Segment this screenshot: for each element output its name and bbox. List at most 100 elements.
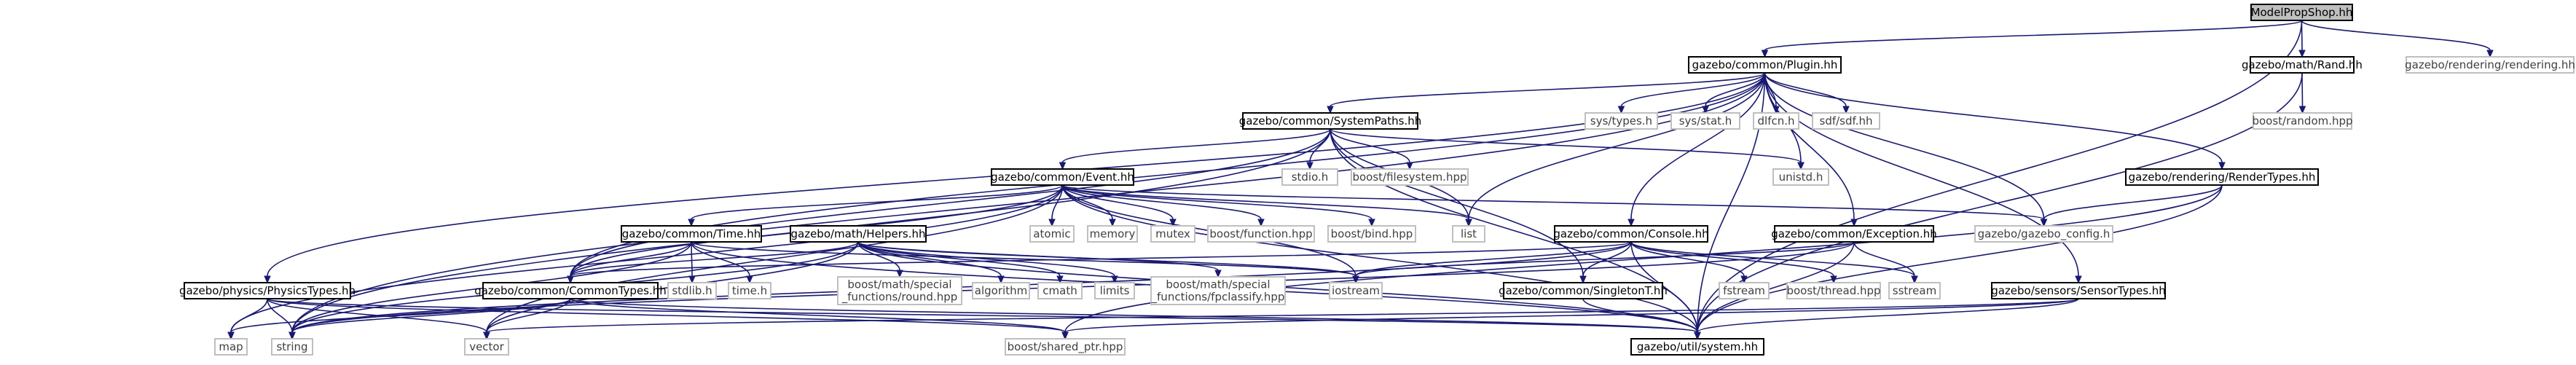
arrowhead-event-to-boostbind	[1368, 219, 1375, 227]
edge-plugin-to-rendertypes	[1764, 72, 2223, 163]
edge-event-to-gazeboconfig	[1061, 184, 2045, 220]
node-map: map	[214, 338, 248, 356]
edge-timehh-to-commontypes	[570, 241, 692, 277]
edge-event-to-boostfunc	[1061, 184, 1262, 220]
edge-helpers-to-limits	[857, 241, 1115, 277]
node-label-boostrandom: boost/random.hpp	[2252, 114, 2352, 127]
node-box-boostfs	[1351, 168, 1469, 186]
node-systempaths[interactable]: gazebo/common/SystemPaths.hh	[1239, 112, 1421, 130]
node-label-sstream: sstream	[1893, 284, 1936, 297]
node-box-commontypes	[482, 282, 659, 299]
node-sensortypes[interactable]: gazebo/sensors/SensorTypes.hh	[1991, 282, 2166, 299]
node-exception[interactable]: gazebo/common/Exception.hh	[1771, 225, 1937, 243]
edge-event-to-utilsystem	[1061, 184, 1698, 333]
node-utilsystem[interactable]: gazebo/util/system.hh	[1630, 338, 1764, 356]
node-box-listh	[1452, 225, 1485, 243]
node-box-iostream	[1329, 282, 1383, 299]
node-sysstat: sys/stat.h	[1670, 112, 1740, 130]
node-label-console: gazebo/common/Console.hh	[1553, 227, 1708, 240]
node-label-string: string	[276, 340, 307, 353]
arrowhead-plugin-to-sensortypes	[2075, 275, 2082, 284]
node-box-sharedptr	[1005, 338, 1126, 356]
edge-commontypes-to-utilsystem	[570, 298, 1698, 333]
node-label-sysstat: sys/stat.h	[1679, 114, 1732, 127]
edge-timehh-to-stdlib	[691, 241, 693, 277]
node-box-limits	[1094, 282, 1135, 299]
node-label-sharedptr: boost/shared_ptr.hpp	[1008, 340, 1123, 354]
node-box-algorithm	[972, 282, 1030, 299]
edge-event-to-mutex	[1061, 184, 1174, 220]
node-box-sysstat	[1670, 112, 1740, 130]
edge-rendertypes-to-utilsystem	[1697, 184, 2223, 333]
edge-root-to-plugin	[1764, 20, 2303, 51]
node-rendertypes[interactable]: gazebo/rendering/RenderTypes.hh	[2125, 168, 2319, 186]
edge-physicstypes-to-string	[267, 298, 293, 333]
arrowhead-event-to-memory	[1109, 219, 1116, 227]
arrowhead-event-to-mutex	[1169, 219, 1177, 227]
edge-plugin-to-gazeboconfig	[1764, 72, 2045, 220]
edge-sensortypes-to-utilsystem	[1697, 298, 2079, 333]
node-box-plugin	[1688, 56, 1842, 74]
node-box-event	[991, 168, 1134, 186]
node-box-systempaths	[1242, 112, 1418, 130]
node-dlfcn: dlfcn.h	[1753, 112, 1799, 130]
node-box-mathrand	[2250, 56, 2355, 74]
node-physicstypes[interactable]: gazebo/physics/PhysicsTypes.hh	[179, 282, 356, 299]
arrowhead-commontypes-to-vector	[483, 331, 490, 340]
node-box-timeh	[728, 282, 771, 299]
node-commontypes[interactable]: gazebo/common/CommonTypes.hh	[474, 282, 667, 299]
node-label-sensortypes: gazebo/sensors/SensorTypes.hh	[1991, 284, 2166, 297]
node-plugin[interactable]: gazebo/common/Plugin.hh	[1688, 56, 1842, 74]
node-box-stdioh	[1281, 168, 1338, 186]
arrowhead-plugin-to-systypes	[1617, 106, 1625, 114]
edge-event-to-boostbind	[1061, 184, 1373, 220]
arrowhead-helpers-to-algorithm	[997, 275, 1005, 284]
node-root[interactable]: ModelPropShop.hh	[2250, 4, 2353, 21]
node-box-sstream	[1888, 282, 1941, 299]
node-sharedptr: boost/shared_ptr.hpp	[1005, 338, 1126, 356]
node-box-cmath	[1037, 282, 1083, 299]
arrowhead-mathrand-to-boostrandom	[2298, 106, 2306, 114]
node-label-singleton: gazebo/common/SingletonT.hh	[1499, 284, 1668, 297]
edge-helpers-to-commontypes	[570, 241, 859, 277]
edge-singleton-to-utilsystem	[1582, 298, 1698, 333]
node-box-systypes	[1585, 112, 1658, 130]
node-event[interactable]: gazebo/common/Event.hh	[991, 168, 1134, 186]
edge-rendertypes-to-sharedptr	[1064, 184, 2223, 333]
edge-helpers-to-cmath	[857, 241, 1061, 277]
node-label-map: map	[219, 340, 243, 353]
arrowhead-helpers-to-bmround	[896, 270, 903, 278]
node-box-boostbind	[1327, 225, 1416, 243]
node-mathrand[interactable]: gazebo/math/Rand.hh	[2242, 56, 2363, 74]
node-console[interactable]: gazebo/common/Console.hh	[1553, 225, 1709, 243]
nodes-layer: ModelPropShop.hh gazebo/common/Plugin.hh g…	[179, 4, 2575, 356]
arrowhead-plugin-to-rendertypes	[2218, 162, 2226, 170]
arrowhead-systempaths-to-unistd	[1797, 162, 1805, 170]
edge-systempaths-to-boostfs	[1330, 128, 1410, 163]
arrowhead-commontypes-to-utilsystem	[1694, 331, 1701, 340]
node-unistd: unistd.h	[1772, 168, 1829, 186]
node-singleton[interactable]: gazebo/common/SingletonT.hh	[1499, 282, 1668, 299]
node-label-bmfpc-line2: _functions/fpclassify.hpp	[1151, 291, 1285, 305]
node-box-timehh	[621, 225, 762, 243]
node-gazeboconfig: gazebo/gazebo_config.h	[1974, 225, 2113, 243]
arrowhead-plugin-to-console	[1627, 219, 1635, 227]
edge-plugin-to-console	[1630, 72, 1766, 220]
edge-plugin-to-sdfh	[1764, 72, 1847, 107]
edge-console-to-fstream	[1630, 241, 1745, 277]
node-box-dlfcn	[1753, 112, 1799, 130]
node-label-mathrand: gazebo/math/Rand.hh	[2242, 58, 2363, 71]
node-timehh[interactable]: gazebo/common/Time.hh	[621, 225, 762, 243]
node-box-root	[2250, 4, 2353, 21]
arrowhead-rendertypes-to-gazeboconfig	[2040, 219, 2048, 227]
node-label-cmath: cmath	[1042, 284, 1077, 297]
node-label-boostthread: boost/thread.hpp	[1786, 284, 1880, 297]
node-label-exception: gazebo/common/Exception.hh	[1771, 227, 1937, 240]
node-boostfs: boost/filesystem.hpp	[1351, 168, 1469, 186]
arrowhead-plugin-to-physicstypes	[264, 275, 271, 284]
node-label-systempaths: gazebo/common/SystemPaths.hh	[1239, 114, 1421, 127]
edge-event-to-timehh	[691, 184, 1064, 220]
node-label-algorithm: algorithm	[975, 284, 1027, 297]
node-helpers[interactable]: gazebo/math/Helpers.hh	[790, 225, 927, 243]
node-boostfunc: boost/function.hpp	[1207, 225, 1315, 243]
